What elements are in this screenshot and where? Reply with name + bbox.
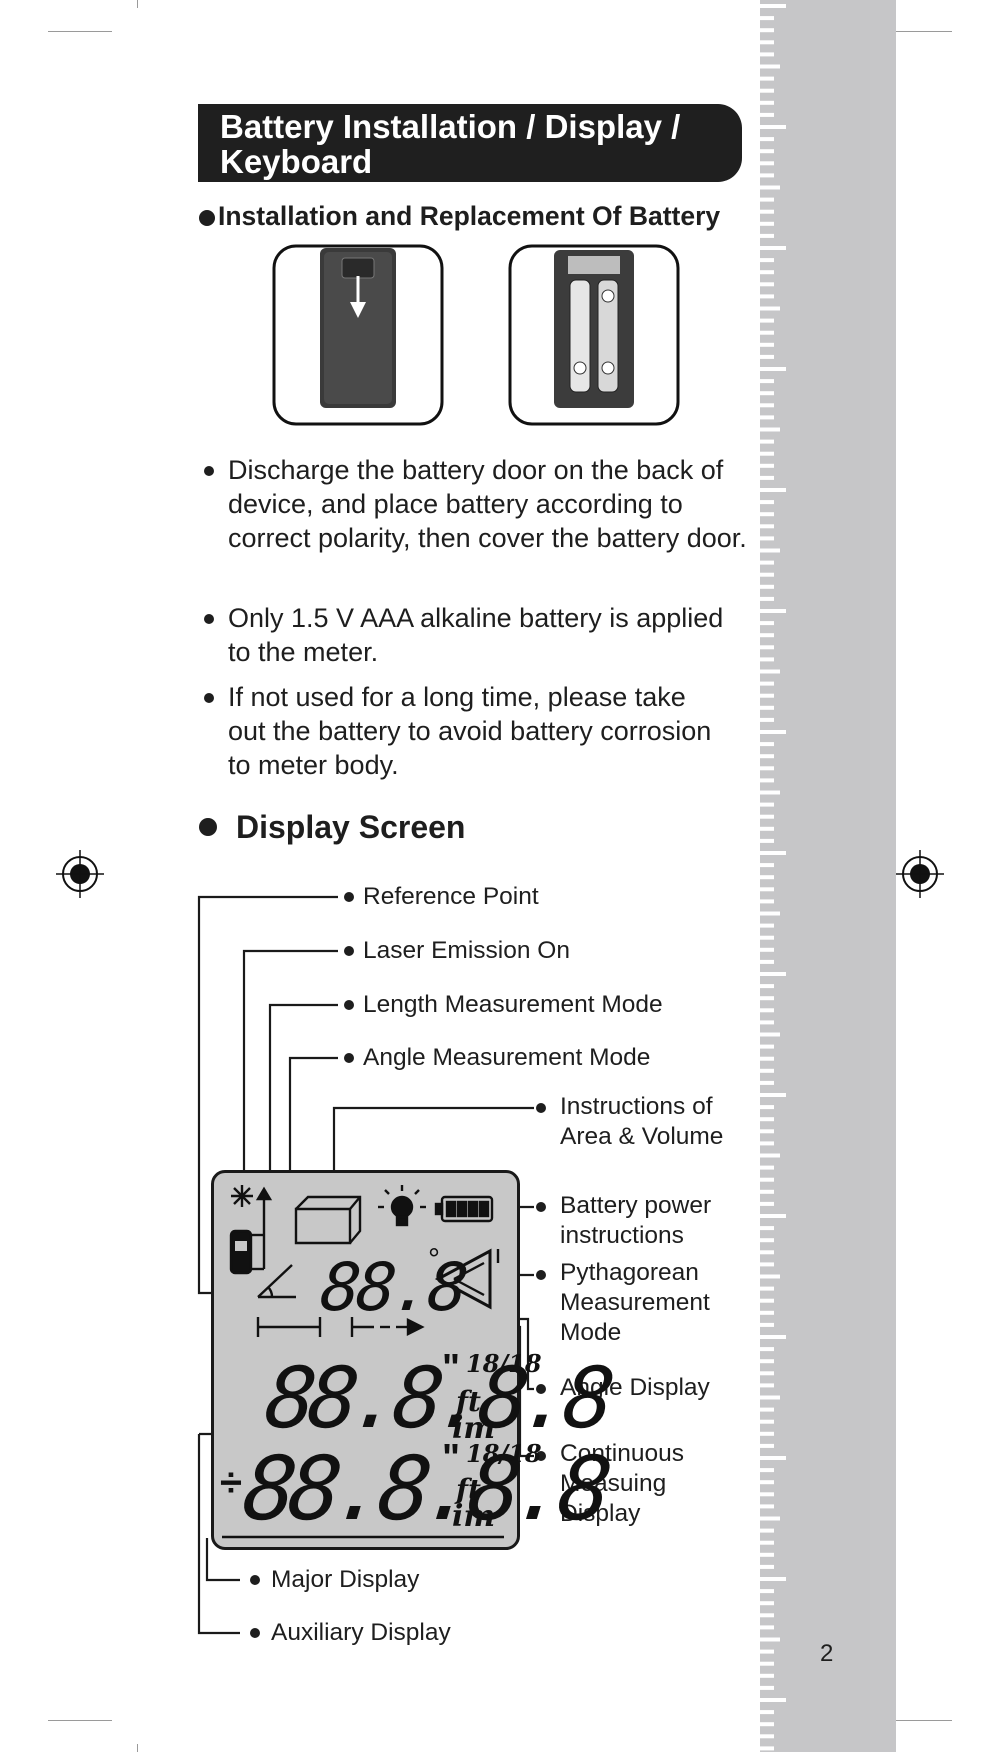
ruler-ticks <box>760 4 786 1751</box>
battery-heading: Installation and Replacement Of Battery <box>218 201 721 231</box>
label-bullet <box>536 1270 546 1280</box>
fraction-indicator: 18/18 <box>466 1349 542 1378</box>
crop-mark <box>48 1720 112 1721</box>
label-bullet <box>344 892 354 902</box>
label-angle-mode: Angle Measurement Mode <box>363 1044 651 1071</box>
battery-instruction: Only 1.5 V AAA alkaline battery is appli… <box>228 603 724 667</box>
unit-im: im <box>452 1499 496 1534</box>
label-bullet <box>344 1000 354 1010</box>
crop-mark <box>888 31 952 32</box>
battery-instruction: If not used for a long time, please take… <box>228 682 712 780</box>
heading-bullet <box>199 210 215 226</box>
label-area-volume: Instructions of Area & Volume <box>560 1093 724 1150</box>
label-bullet <box>536 1384 546 1394</box>
display-heading: Display Screen <box>236 809 466 845</box>
battery-level-icon <box>434 1195 494 1223</box>
paragraph-bullet <box>204 466 214 476</box>
lcd-screen: 88.8 ° 88.8.8.8 " 18/18 ft im ÷ 88.8.8.8… <box>211 1170 612 1550</box>
paragraph-bullet <box>204 693 214 703</box>
battery-compartment-open-image <box>508 244 680 426</box>
label-angle-display: Angle Display <box>560 1374 710 1401</box>
inch-mark: " <box>442 1437 461 1479</box>
unit-im: im <box>452 1411 496 1446</box>
aux-sign: ÷ <box>220 1461 242 1505</box>
label-bullet <box>536 1202 546 1212</box>
label-laser-emission: Laser Emission On <box>363 937 570 964</box>
battery-door-closed-image <box>272 244 444 426</box>
section-title: Battery Installation / Display /Keyboard <box>220 109 680 179</box>
label-length-mode: Length Measurement Mode <box>363 991 663 1018</box>
degree-symbol: ° <box>428 1243 440 1276</box>
page-number: 2 <box>820 1640 834 1667</box>
registration-mark-icon <box>56 850 104 898</box>
main-display-digits: 88.8.8.8 <box>260 1349 612 1447</box>
heading-bullet <box>199 818 217 836</box>
laser-star-icon <box>231 1185 253 1207</box>
section-title-line2: Keyboard <box>220 143 373 180</box>
section-title-bar: Battery Installation / Display /Keyboard <box>198 104 742 182</box>
label-continuous: Continuous Measuing Display <box>560 1440 684 1527</box>
crop-mark <box>137 0 138 8</box>
label-reference-point: Reference Point <box>363 883 539 910</box>
label-bullet <box>344 1053 354 1063</box>
fraction-indicator: 18/18 <box>466 1439 542 1468</box>
inch-mark: " <box>442 1347 461 1389</box>
battery-instruction: Discharge the battery door on the back o… <box>228 455 747 553</box>
unit-ft: ft <box>456 1473 481 1506</box>
unit-ft: ft <box>456 1385 481 1418</box>
crop-mark <box>48 31 112 32</box>
aux-display-digits: 88.8.8.8 <box>238 1437 610 1540</box>
label-bullet <box>344 946 354 956</box>
ruler-strip <box>760 0 896 1752</box>
label-major-display: Major Display <box>271 1566 420 1593</box>
angle-digits: 88.8 <box>317 1249 469 1326</box>
registration-mark-icon <box>896 850 944 898</box>
crop-mark <box>137 1744 138 1752</box>
lcd-icons <box>222 1185 504 1539</box>
label-battery-power: Battery power instructions <box>560 1192 712 1249</box>
paragraph-bullet <box>204 614 214 624</box>
label-bullet <box>250 1628 260 1638</box>
label-bullet <box>536 1451 546 1461</box>
section-title-line1: Battery Installation / Display / <box>220 108 681 145</box>
label-bullet <box>536 1103 546 1113</box>
crop-mark <box>888 1720 952 1721</box>
label-pythagorean: Pythagorean Measurement Mode <box>560 1259 710 1346</box>
label-bullet <box>250 1575 260 1585</box>
bulb-icon <box>378 1185 426 1227</box>
label-auxiliary-display: Auxiliary Display <box>271 1619 451 1646</box>
